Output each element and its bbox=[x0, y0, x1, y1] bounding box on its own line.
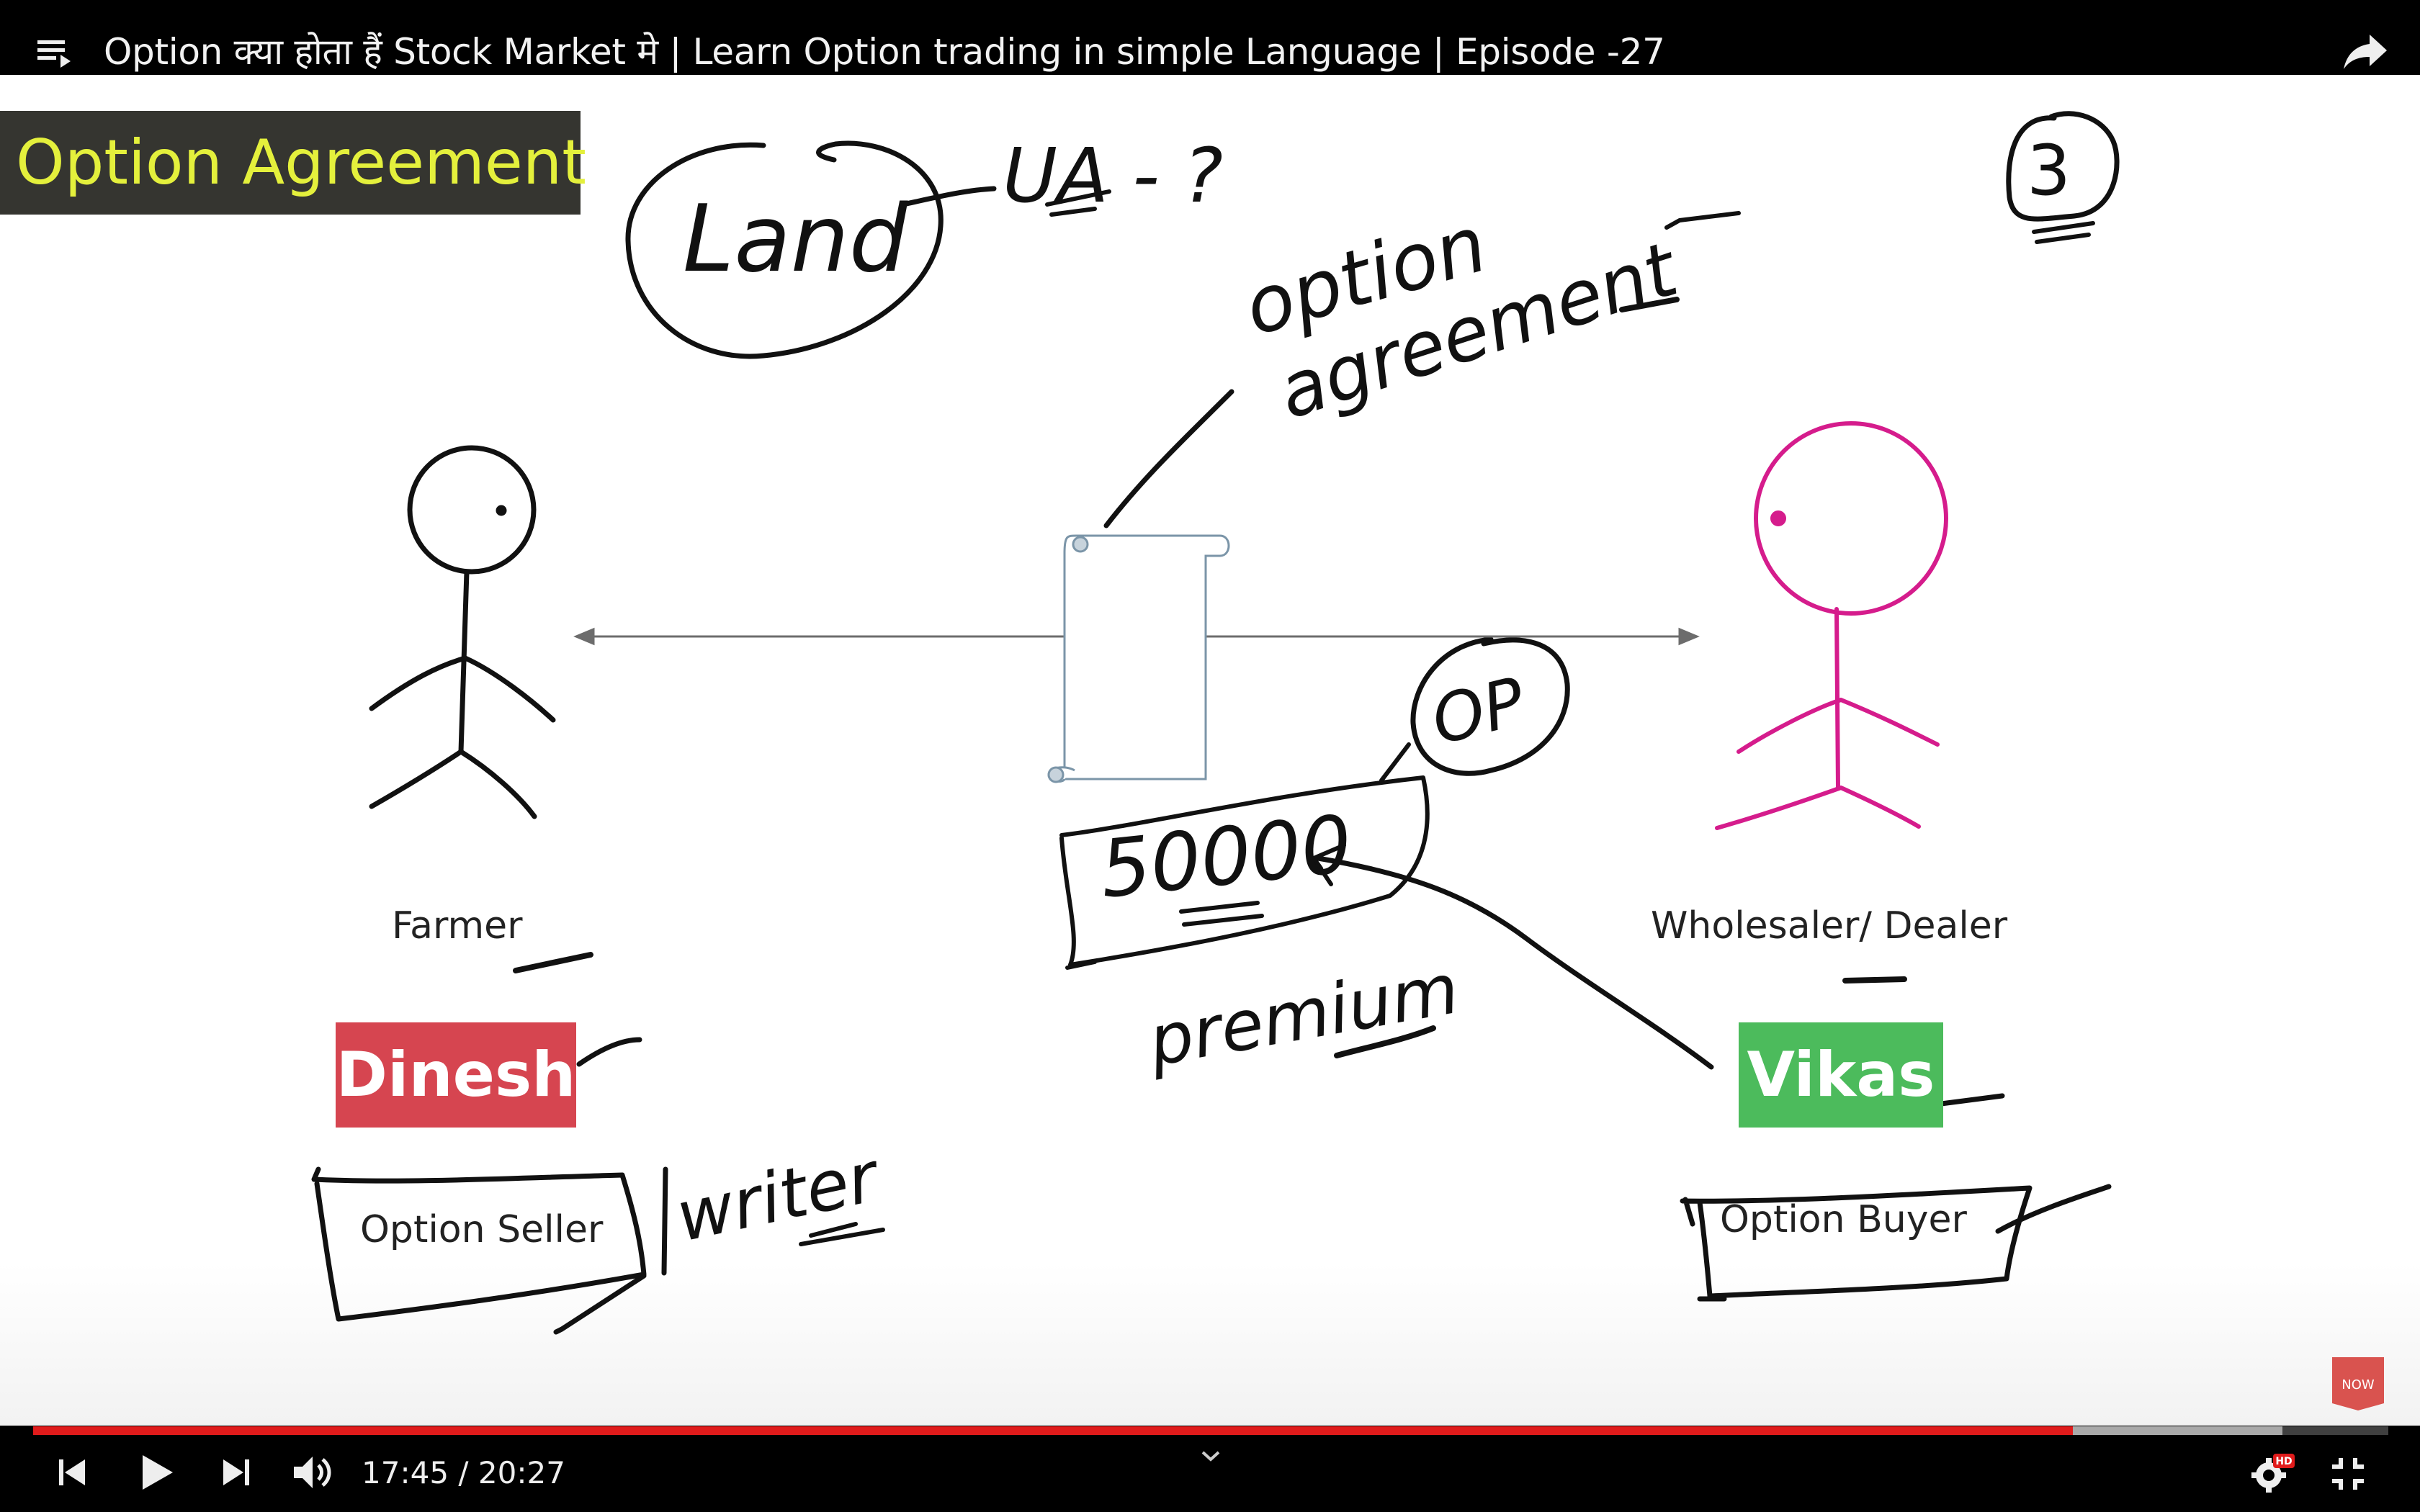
hw-op: OP bbox=[1424, 662, 1532, 760]
dealer-legs bbox=[1715, 786, 1921, 830]
hw-premium: premium bbox=[1142, 948, 1465, 1082]
hw-writer: writer bbox=[669, 1135, 887, 1257]
op-circle bbox=[1410, 636, 1570, 776]
farmer-head bbox=[407, 445, 537, 575]
scroll-icon bbox=[1047, 534, 1230, 783]
farmer-body bbox=[458, 569, 470, 755]
farmer-tick bbox=[513, 952, 593, 973]
wholesaler-tick bbox=[1842, 976, 1907, 984]
amount-box-base bbox=[1065, 960, 1097, 970]
video-top-bar: Option क्या होता हैं Stock Market मे | L… bbox=[0, 0, 2420, 75]
dinesh-name: Dinesh bbox=[336, 1039, 576, 1111]
dealer-eye bbox=[1770, 510, 1786, 526]
progress-bar[interactable] bbox=[33, 1426, 2388, 1435]
slide-heading-box: Option Agreement bbox=[0, 111, 586, 215]
subscribe-badge-text: NOW bbox=[2341, 1377, 2375, 1392]
progress-played bbox=[33, 1426, 2073, 1435]
hw-number: 3 bbox=[2027, 130, 2071, 211]
dinesh-name-box: Dinesh bbox=[336, 1022, 576, 1128]
hd-badge: HD bbox=[2275, 1456, 2292, 1467]
video-frame[interactable]: Option Agreement bbox=[0, 75, 2420, 1426]
whiteboard-drawing: Land UA - ? 3 option agreement OP 50000 … bbox=[311, 111, 2120, 1335]
option-buyer-label: Option Buyer bbox=[1720, 1198, 1967, 1241]
writer-underline bbox=[799, 1222, 885, 1246]
premium-arrowhead bbox=[1312, 843, 1346, 886]
arrowhead-right bbox=[1678, 627, 1700, 646]
number-underline bbox=[2032, 221, 2095, 244]
hw-land: Land bbox=[683, 186, 908, 293]
amount-box bbox=[1059, 742, 1430, 967]
wholesaler-label: Wholesaler/ Dealer bbox=[1651, 904, 2008, 948]
play-icon[interactable] bbox=[138, 1452, 176, 1495]
dealer-arms bbox=[1736, 698, 1940, 754]
land-connector bbox=[900, 186, 997, 207]
settings-gear-icon[interactable]: HD bbox=[2249, 1452, 2296, 1498]
slide-heading: Option Agreement bbox=[16, 127, 586, 199]
scroll-pointer-line bbox=[1103, 389, 1234, 528]
premium-arrow bbox=[1315, 855, 1714, 1070]
premium-underline bbox=[1334, 1025, 1436, 1058]
farmer-arms bbox=[369, 655, 556, 723]
skip-previous-icon[interactable] bbox=[56, 1457, 88, 1491]
option-buyer-box bbox=[1680, 1184, 2112, 1302]
vikas-name-box: Vikas bbox=[1739, 1022, 1943, 1128]
dinesh-tick bbox=[576, 1037, 642, 1067]
hw-ua: UA - ? bbox=[1003, 132, 1223, 220]
share-icon[interactable] bbox=[2341, 30, 2391, 73]
player-controls: 17:45 / 20:27 HD bbox=[0, 1435, 2420, 1512]
volume-icon[interactable] bbox=[291, 1451, 334, 1497]
option-seller-label: Option Seller bbox=[360, 1208, 604, 1251]
video-title[interactable]: Option क्या होता हैं Stock Market मे | L… bbox=[104, 31, 1665, 73]
ua-underline bbox=[1045, 189, 1111, 217]
tick-mark bbox=[1664, 211, 1741, 230]
arrowhead-left bbox=[573, 627, 595, 646]
farmer-label: Farmer bbox=[392, 904, 523, 948]
dealer-body bbox=[1834, 607, 1840, 790]
exit-fullscreen-icon[interactable] bbox=[2329, 1455, 2367, 1495]
vikas-name: Vikas bbox=[1747, 1039, 1935, 1111]
land-oval bbox=[625, 140, 944, 359]
hw-amount: 50000 bbox=[1095, 798, 1355, 916]
number-circle bbox=[2006, 111, 2120, 222]
skip-next-icon[interactable] bbox=[220, 1457, 252, 1491]
farmer-legs bbox=[369, 749, 537, 819]
dealer-head bbox=[1754, 421, 1948, 616]
subscribe-badge[interactable]: NOW bbox=[2328, 1353, 2388, 1413]
agreement-underline bbox=[1619, 297, 1680, 312]
playlist-icon[interactable] bbox=[36, 36, 76, 72]
farmer-eye bbox=[496, 505, 507, 516]
amount-underline bbox=[1179, 901, 1264, 927]
chevron-down-icon[interactable] bbox=[1198, 1448, 1223, 1467]
option-seller-box bbox=[311, 1166, 647, 1335]
writer-divider bbox=[661, 1166, 668, 1276]
time-display: 17:45 / 20:27 bbox=[362, 1455, 565, 1490]
